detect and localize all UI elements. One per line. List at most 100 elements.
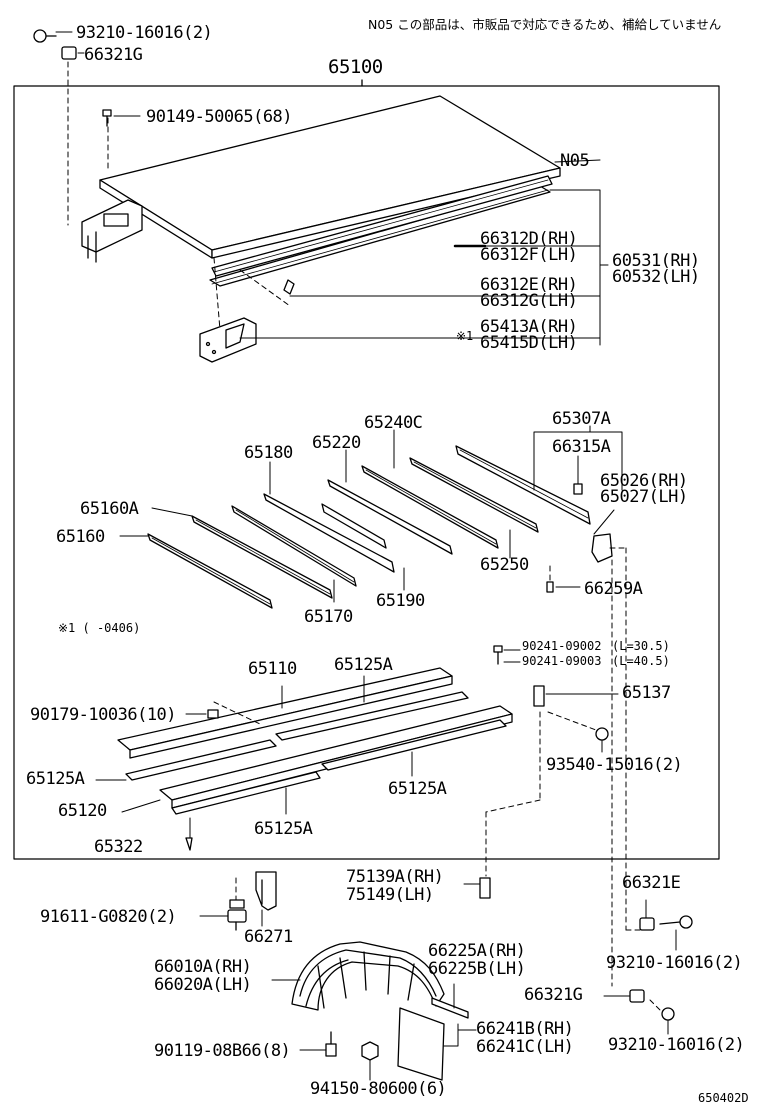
- label-66312E: 66312E(RH): [480, 275, 578, 295]
- label-65220: 65220: [312, 433, 361, 453]
- label-65250: 65250: [480, 555, 529, 575]
- crossmember-icon-65160: [147, 533, 273, 609]
- floor-board-icon-65125A-a: [125, 739, 277, 781]
- assembly-frame: [13, 85, 720, 860]
- label-N05: N05: [560, 151, 590, 171]
- label-66271: 66271: [244, 927, 293, 947]
- label-94150-80600: 94150-80600(6): [310, 1079, 447, 1099]
- bolt-icon-93210-bottom: [661, 1007, 675, 1021]
- label-65125A-left: 65125A: [26, 769, 85, 789]
- label-66225A: 66225A(RH): [428, 941, 526, 961]
- floor-board-icon-65125A-b: [275, 691, 469, 741]
- crossmember-icon-65307A: [455, 445, 591, 525]
- bolt-icon-93540: [595, 727, 609, 741]
- label-66241B: 66241B(RH): [476, 1019, 574, 1039]
- label-93210-16016-bottom: 93210-16016(2): [608, 1035, 745, 1055]
- label-90241-09003: 90241-09003: [522, 654, 602, 668]
- label-66241C: 66241C(LH): [476, 1037, 574, 1057]
- label-66315A: 66315A: [552, 437, 611, 457]
- label-60531: 60531(RH): [612, 251, 700, 271]
- label-65160A: 65160A: [80, 499, 139, 519]
- bracket-icon-left: [81, 199, 143, 263]
- bolt-icon-90241: [493, 645, 503, 665]
- label-65100: 65100: [328, 56, 383, 78]
- nut-icon-top: [61, 46, 77, 60]
- header-note: N05 この部品は、市販品で対応できるため、補給していません: [368, 17, 722, 32]
- mudguard-icon-66010A: [291, 941, 445, 1011]
- label-65322: 65322: [94, 837, 143, 857]
- crossmember-icon-65250: [409, 457, 539, 533]
- footer-code: 650402D: [698, 1091, 749, 1105]
- crossmember-icon-65190: [321, 503, 387, 549]
- bolt-icon-90179: [207, 709, 219, 719]
- label-66312F: 66312F(LH): [480, 245, 578, 265]
- label-66225B: 66225B(LH): [428, 959, 526, 979]
- label-65413A: 65413A(RH): [480, 317, 578, 337]
- label-65170: 65170: [304, 607, 353, 627]
- label-66020A: 66020A(LH): [154, 975, 252, 995]
- label-mark1: ※1: [456, 329, 474, 343]
- label-65307A: 65307A: [552, 409, 611, 429]
- label-66259A: 66259A: [584, 579, 643, 599]
- crossmember-icon-65160A: [191, 515, 333, 599]
- floor-board-icon-65125A-c: [171, 771, 321, 815]
- label-75149: 75149(LH): [346, 885, 434, 905]
- nut-icon-94150: [361, 1041, 379, 1061]
- label-93540-15016: 93540-15016(2): [546, 755, 683, 775]
- label-65125A-top: 65125A: [334, 655, 393, 675]
- label-60532: 60532(LH): [612, 267, 700, 287]
- mudflap-icon-66241B: [397, 1007, 445, 1081]
- label-66010A: 66010A(RH): [154, 957, 252, 977]
- floor-board-icon-65110: [117, 667, 453, 759]
- label-75139A: 75139A(RH): [346, 867, 444, 887]
- footnote-marker: ※1 ( -0406): [58, 621, 141, 635]
- label-65120: 65120: [58, 801, 107, 821]
- bolt-icon-93210-mid: [659, 915, 693, 929]
- bolt-icon-top: [33, 29, 57, 43]
- label-66321G-bottom: 66321G: [524, 985, 583, 1005]
- label-91611-G0820: 91611-G0820(2): [40, 907, 177, 927]
- label-65027: 65027(LH): [600, 487, 688, 507]
- floor-board-icon-65125A-d: [321, 719, 507, 771]
- side-rail-icon-front: [209, 175, 553, 287]
- bolt-icon-91611: [227, 899, 247, 931]
- label-65026: 65026(RH): [600, 471, 688, 491]
- label-90179-10036: 90179-10036(10): [30, 705, 177, 725]
- label-90241-09002: 90241-09002: [522, 639, 602, 653]
- crossmember-icon-65220: [327, 479, 453, 555]
- label-90241-09003-length: (L=40.5): [612, 654, 670, 668]
- bracket-icon-75139A: [479, 877, 491, 899]
- bolt-icon-90119: [325, 1031, 337, 1057]
- label-66312G: 66312G(LH): [480, 291, 578, 311]
- label-90241-09002-length: (L=30.5): [612, 639, 670, 653]
- crossmember-icon-65170: [231, 505, 357, 587]
- label-65180: 65180: [244, 443, 293, 463]
- nut-icon-66321E: [639, 917, 655, 931]
- label-65137: 65137: [622, 683, 671, 703]
- label-65125A-bottom: 65125A: [254, 819, 313, 839]
- label-93210-16016-mid: 93210-16016(2): [606, 953, 743, 973]
- label-65190: 65190: [376, 591, 425, 611]
- mudguard-bracket-icon-66271: [255, 871, 277, 911]
- nut-icon-66321G-bottom: [629, 989, 645, 1003]
- label-66321G-top: 66321G: [84, 45, 143, 65]
- label-93210-16016-top: 93210-16016(2): [76, 23, 213, 43]
- stay-icon-66225A: [431, 997, 469, 1019]
- label-66321E: 66321E: [622, 873, 681, 893]
- bracket-icon-65413A: [199, 317, 257, 363]
- crossmember-icon-65180: [263, 493, 395, 573]
- label-65415D: 65415D(LH): [480, 333, 578, 353]
- label-65160: 65160: [56, 527, 105, 547]
- bracket-icon-65137: [533, 685, 545, 707]
- crossmember-icon-65240C: [361, 465, 499, 549]
- label-90149-50065: 90149-50065(68): [146, 107, 293, 127]
- label-65240C: 65240C: [364, 413, 423, 433]
- label-66312D: 66312D(RH): [480, 229, 578, 249]
- screw-icon-90149: [102, 109, 112, 127]
- label-90119-08B66: 90119-08B66(8): [154, 1041, 291, 1061]
- label-65110: 65110: [248, 659, 297, 679]
- label-65125A-right: 65125A: [388, 779, 447, 799]
- bracket-icon-65026: [591, 533, 613, 563]
